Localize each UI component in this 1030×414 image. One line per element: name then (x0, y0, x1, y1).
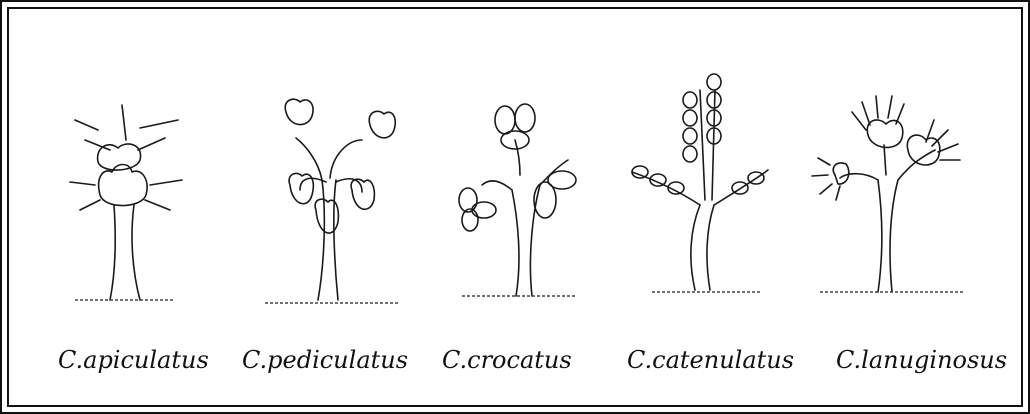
caption-apiculatus: C.apiculatus (58, 346, 209, 374)
drawing-crocatus (459, 104, 576, 296)
caption-crocatus: C.crocatus (442, 346, 572, 374)
drawing-apiculatus (70, 105, 182, 300)
drawing-lanuginosus (812, 96, 965, 292)
caption-pediculatus: C.pediculatus (242, 346, 408, 374)
drawing-catenulatus (632, 74, 768, 292)
drawing-pediculatus (265, 99, 400, 303)
caption-catenulatus: C.catenulatus (627, 346, 794, 374)
caption-lanuginosus: C.lanuginosus (836, 346, 1007, 374)
